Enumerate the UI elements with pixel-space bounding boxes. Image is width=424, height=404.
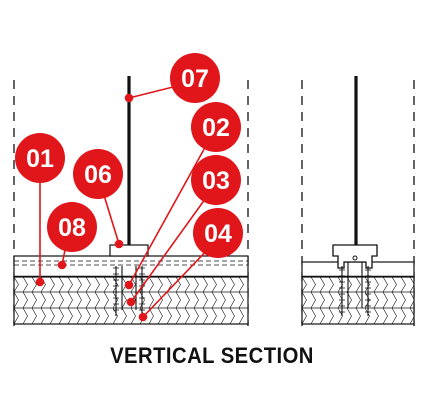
- leader-dot-04: [138, 312, 148, 322]
- right-screws: [339, 262, 371, 316]
- right-detail: [301, 76, 415, 326]
- callout-label-06: 06: [84, 161, 112, 189]
- leader-dot-03: [126, 297, 136, 307]
- callout-02: 02: [191, 102, 241, 152]
- callout-leaders: [35, 81, 213, 322]
- section-caption: VERTICAL SECTION: [110, 343, 314, 368]
- callout-label-01: 01: [26, 145, 54, 173]
- callout-label-07: 07: [181, 65, 209, 93]
- callout-08: 08: [47, 202, 97, 252]
- callout-label-02: 02: [202, 114, 230, 142]
- callouts: 07 02 03 04 01 06 08: [15, 53, 243, 258]
- left-screws: [113, 266, 145, 316]
- left-screed-layer: [13, 255, 249, 278]
- callout-01: 01: [15, 133, 65, 183]
- leader-dot-01: [35, 277, 45, 287]
- callout-label-08: 08: [58, 214, 86, 242]
- callout-label-03: 03: [202, 167, 230, 195]
- callout-label-04: 04: [204, 220, 232, 248]
- right-bracket-hole: [352, 255, 358, 261]
- leader-dot-02: [124, 280, 134, 290]
- leader-dot-08: [57, 260, 67, 270]
- callout-04: 04: [193, 208, 243, 258]
- leader-dot-06: [114, 239, 124, 249]
- callout-06: 06: [73, 149, 123, 199]
- callout-03: 03: [191, 155, 241, 205]
- right-screed-layer: [301, 261, 415, 278]
- left-grain-pattern: [14, 277, 248, 324]
- left-detail: [13, 76, 249, 326]
- callout-07: 07: [170, 53, 220, 103]
- right-timber-slab: [301, 276, 415, 325]
- leader-dot-07: [124, 93, 134, 103]
